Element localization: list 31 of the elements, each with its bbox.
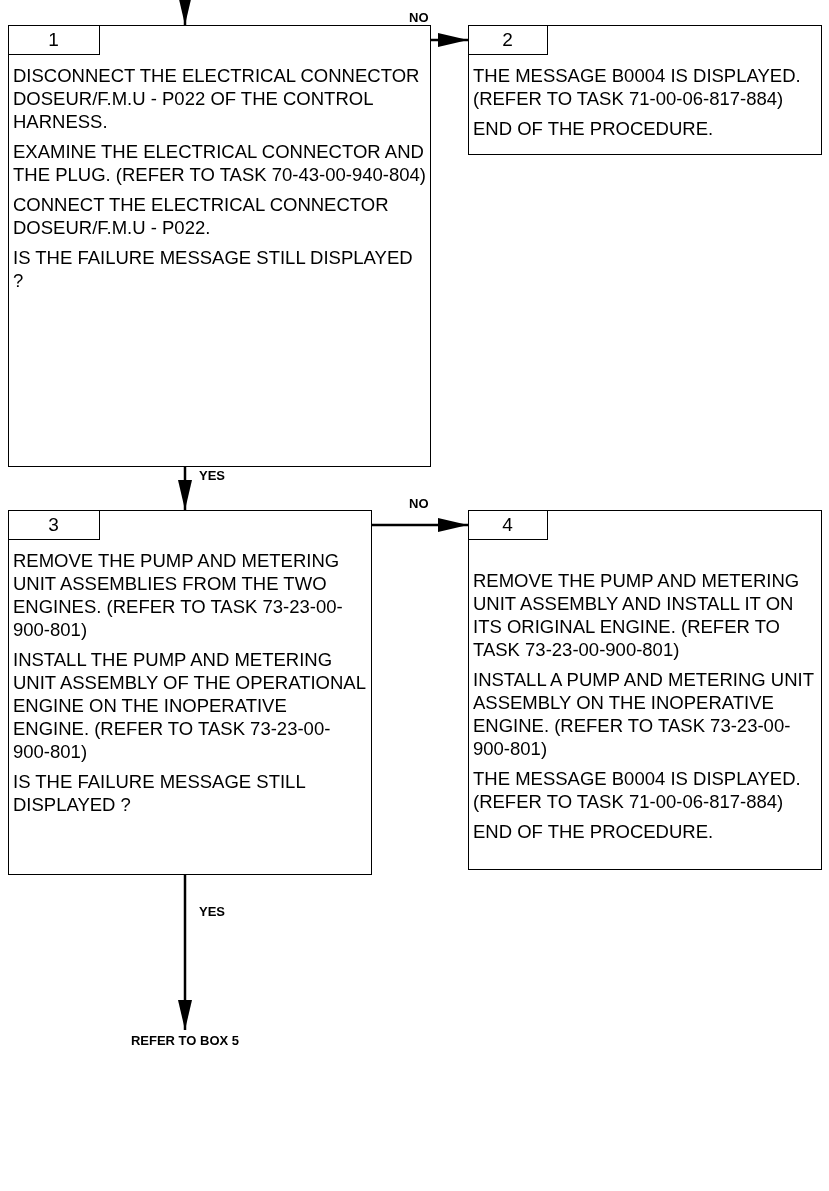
step-text: INSTALL THE PUMP AND METERING UNIT ASSEMBLY OF THE OPERATIONAL ENGINE ON THE INOPERATIVE ENGINE. (REFER TO TASK 73-23-00-900-801): [13, 648, 367, 763]
edge-label: YES: [198, 468, 226, 483]
step-text: IS THE FAILURE MESSAGE STILL DISPLAYED ?: [13, 246, 414, 292]
step-text: INSTALL A PUMP AND METERING UNIT ASSEMBLY ON THE INOPERATIVE ENGINE. (REFER TO TASK 73-23-00-900-801): [473, 668, 815, 760]
step-text: REMOVE THE PUMP AND METERING UNIT ASSEMBLY AND INSTALL IT ON ITS ORIGINAL ENGINE. (REFER TO TASK 73-23-00-900-801): [473, 569, 801, 661]
edge-label: NO: [408, 10, 430, 25]
step-text: THE MESSAGE B0004 IS DISPLAYED. (REFER TO TASK 71-00-06-817-884): [473, 767, 802, 813]
edge-label: YES: [198, 904, 226, 919]
step-number: 1: [7, 24, 100, 55]
step-text: END OF THE PROCEDURE.: [473, 117, 715, 140]
step-text: CONNECT THE ELECTRICAL CONNECTOR DOSEUR/F.M.U - P022.: [13, 193, 390, 239]
process-box: [468, 510, 822, 870]
step-number: 3: [7, 509, 100, 540]
arrow: [178, 0, 192, 25]
step-text: IS THE FAILURE MESSAGE STILL DISPLAYED ?: [13, 770, 307, 816]
step-text: REMOVE THE PUMP AND METERING UNIT ASSEMBLIES FROM THE TWO ENGINES. (REFER TO TASK 73-23-00-900-801): [13, 549, 344, 641]
arrow: [178, 875, 192, 1030]
step-text: DISCONNECT THE ELECTRICAL CONNECTOR DOSEUR/F.M.U - P022 OF THE CONTROL HARNESS.: [13, 64, 421, 133]
arrow: [372, 518, 468, 532]
process-box: [8, 510, 372, 875]
process-box: [8, 25, 431, 467]
flow-note: REFER TO BOX 5: [95, 1030, 275, 1054]
step-text: END OF THE PROCEDURE.: [473, 820, 715, 843]
step-number: 4: [467, 509, 548, 540]
process-box: [468, 25, 822, 155]
step-text: EXAMINE THE ELECTRICAL CONNECTOR AND THE PLUG. (REFER TO TASK 70-43-00-940-804): [13, 140, 426, 186]
edge-label: NO: [408, 496, 430, 511]
arrow: [178, 467, 192, 510]
arrow: [431, 33, 468, 47]
step-text: THE MESSAGE B0004 IS DISPLAYED. (REFER TO TASK 71-00-06-817-884): [473, 64, 802, 110]
step-number: 2: [467, 24, 548, 55]
